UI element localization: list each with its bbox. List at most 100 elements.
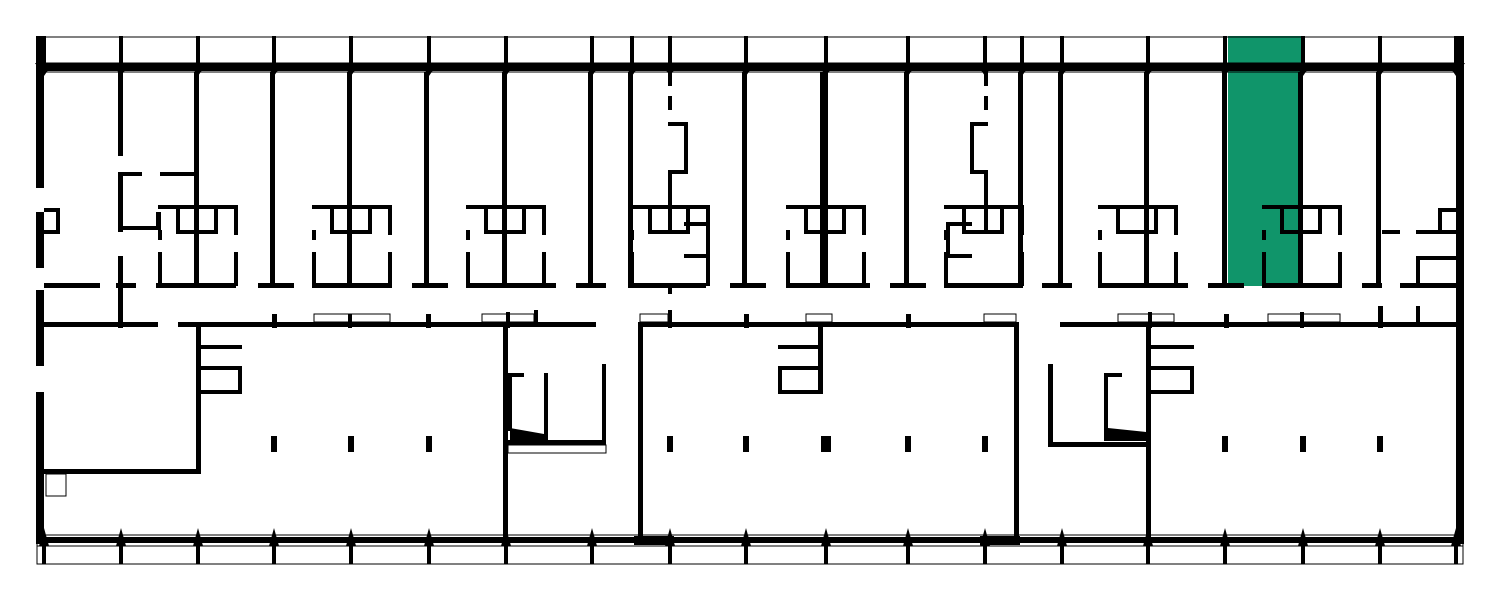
bath-jamb	[706, 252, 710, 286]
partition-wall	[1376, 72, 1381, 288]
bath-jamb	[706, 205, 710, 235]
selected-unit[interactable]	[1228, 36, 1302, 286]
bath-jamb	[542, 252, 546, 286]
column-top-marker	[1447, 63, 1465, 76]
bath-jamb	[234, 252, 238, 286]
column-top-marker	[1371, 63, 1389, 76]
column-top-marker	[112, 63, 130, 76]
column-top-marker	[817, 63, 835, 76]
bath-jamb	[1262, 252, 1266, 286]
interior-column	[348, 436, 354, 452]
partition-wall	[1058, 72, 1063, 288]
bath-jamb	[312, 230, 316, 240]
partition-wall	[904, 72, 909, 288]
column-top-stub	[272, 36, 276, 66]
column-bottom-marker	[1220, 528, 1230, 546]
column-bottom-stub	[906, 546, 910, 564]
partition-wall	[194, 72, 199, 288]
bath-divider	[648, 205, 652, 233]
bath-jamb	[786, 252, 790, 286]
column-bottom-stub	[196, 546, 200, 564]
column-top-marker	[661, 63, 679, 76]
bath-bottom-wall	[330, 230, 372, 234]
column-top-marker	[1216, 63, 1234, 76]
column-top-stub	[824, 36, 828, 66]
column-bottom-stub	[1301, 546, 1305, 564]
bath-divider	[176, 205, 180, 233]
column-top-marker	[1139, 63, 1157, 76]
column-bottom-stub	[824, 546, 828, 564]
column-bottom-marker	[1451, 528, 1461, 546]
bath-jamb	[388, 252, 392, 286]
column-top-marker	[976, 63, 994, 76]
bath-jamb	[1338, 205, 1342, 235]
column-top-stub	[1454, 36, 1458, 66]
column-bottom-marker	[1375, 528, 1385, 546]
corridor-walls	[44, 283, 1456, 327]
column-top-marker	[1294, 63, 1312, 76]
column-top-marker	[583, 63, 601, 76]
bath-divider	[842, 205, 846, 233]
bath-jamb	[1174, 252, 1178, 286]
bath-bottom-wall	[1280, 230, 1322, 234]
bath-divider	[484, 205, 488, 233]
column-top-stub	[1020, 36, 1024, 66]
partition-wall	[502, 72, 507, 288]
column-top-stub	[668, 36, 672, 66]
column-bottom-stub	[590, 546, 594, 564]
bath-bottom-wall	[648, 230, 690, 234]
column-bottom-stub	[349, 546, 353, 564]
column-top-marker	[623, 63, 641, 76]
column-top-stub	[1060, 36, 1064, 66]
bath-jamb	[542, 205, 546, 235]
column-bottom-stub	[1146, 546, 1150, 564]
partition-wall	[1144, 72, 1149, 288]
column-bottom-stub	[1223, 546, 1227, 564]
interior-column	[1377, 436, 1383, 452]
column-bottom-stub	[1060, 546, 1064, 564]
bath-top-wall	[466, 205, 546, 209]
column-top-stub	[1378, 36, 1382, 66]
bath-jamb	[234, 205, 238, 235]
bath-divider	[1280, 205, 1284, 233]
column-bottom-marker	[1298, 528, 1308, 546]
column-top-stub	[744, 36, 748, 66]
column-top-marker	[342, 63, 360, 76]
column-top-marker	[420, 63, 438, 76]
partition-wall	[270, 72, 275, 288]
column-bottom-marker	[346, 528, 356, 546]
column-top-stub	[1223, 36, 1227, 66]
column-top-stub	[1301, 36, 1305, 66]
column-bottom-stub	[42, 546, 46, 564]
bath-top-wall	[1098, 205, 1178, 209]
column-bottom-marker	[39, 528, 49, 546]
interior-column	[1222, 436, 1228, 452]
column-bottom-stub	[119, 546, 123, 564]
interior-column	[667, 436, 673, 452]
bath-jamb	[1262, 230, 1266, 240]
bath-jamb	[158, 230, 162, 240]
bath-jamb	[944, 252, 948, 286]
partition-wall	[1018, 72, 1023, 288]
bath-jamb	[466, 230, 470, 240]
partition-wall	[1298, 72, 1303, 288]
column-top-stub	[590, 36, 594, 66]
column-top-stub	[983, 36, 987, 66]
bath-jamb	[1020, 252, 1024, 286]
bath-jamb	[1020, 205, 1024, 235]
column-top-stub	[906, 36, 910, 66]
column-bottom-marker	[116, 528, 126, 546]
column-bottom-stub	[983, 546, 987, 564]
bath-divider	[330, 205, 334, 233]
interior-column	[1300, 436, 1306, 452]
bath-jamb	[158, 252, 162, 286]
column-bottom-stub	[504, 546, 508, 564]
column-bottom-marker	[424, 528, 434, 546]
interior-column	[821, 436, 831, 452]
bath-jamb	[466, 252, 470, 286]
column-top-stub	[119, 36, 123, 66]
column-top-stub	[196, 36, 200, 66]
column-bottom-marker	[741, 528, 751, 546]
partition-wall	[628, 72, 633, 288]
